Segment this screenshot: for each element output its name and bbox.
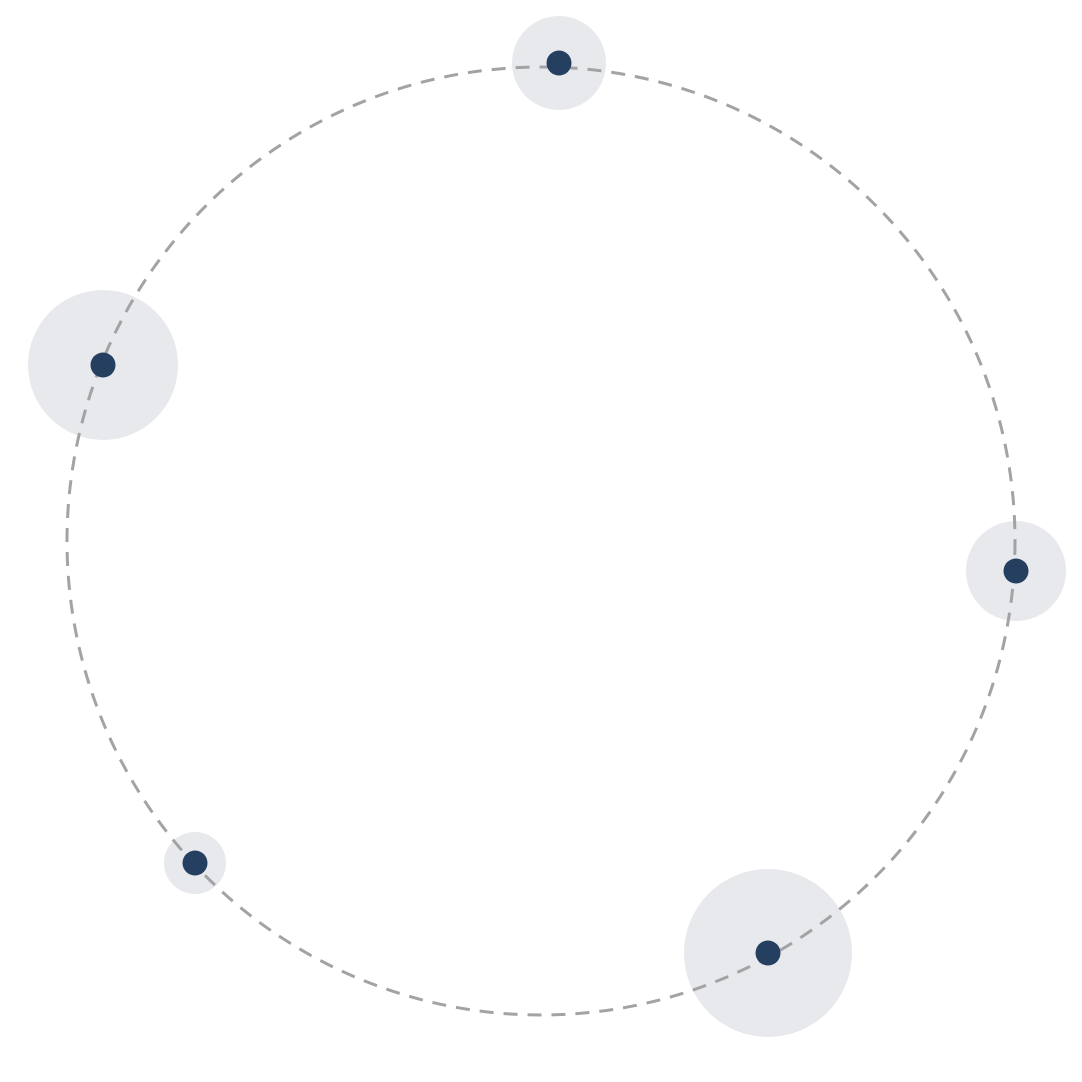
- node-dots: [90, 50, 1029, 966]
- node-top[interactable]: [546, 50, 572, 76]
- node-right[interactable]: [1003, 558, 1029, 584]
- node-lower-left[interactable]: [182, 850, 208, 876]
- orbit-ring: [65, 65, 1017, 1017]
- node-upper-left[interactable]: [90, 352, 116, 378]
- node-halos: [28, 16, 1066, 1037]
- node-bottom-right[interactable]: [755, 940, 781, 966]
